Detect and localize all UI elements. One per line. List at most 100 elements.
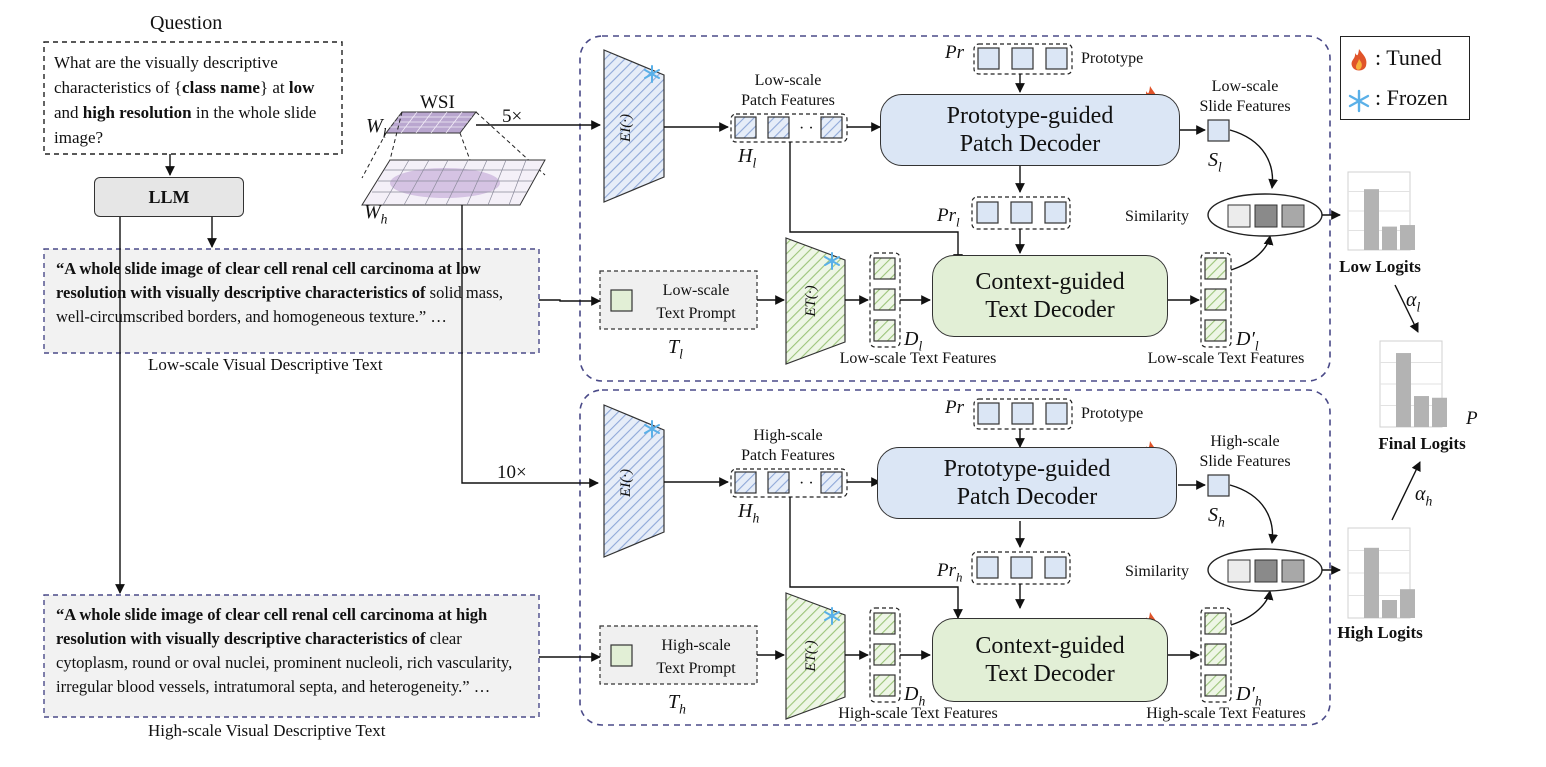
low-patch-features-label-2: Patch Features — [741, 92, 835, 109]
snowflake-icon — [1348, 89, 1370, 113]
low-d-token — [873, 257, 896, 280]
low-prototype-token — [1045, 47, 1068, 70]
high-logits-chart-bar — [1382, 600, 1397, 618]
low-desc-caption: Low-scale Visual Descriptive Text — [148, 355, 383, 374]
question-header: Question — [150, 12, 223, 34]
low-s-symbol: Sl — [1208, 149, 1222, 175]
high-logits-chart — [1347, 527, 1415, 619]
low-d-token — [873, 319, 896, 342]
low-text-features-out-label: Low-scale Text Features — [1148, 350, 1305, 367]
low-patch-features-box — [730, 113, 848, 143]
low-t-symbol: Tl — [668, 336, 683, 362]
snow-stroke — [824, 611, 840, 621]
low-patch-token — [767, 116, 790, 139]
high-dp-token — [1204, 643, 1227, 666]
low-similarity-cell — [1254, 204, 1278, 228]
high-text-prompt-label-2: Text Prompt — [656, 660, 736, 677]
legend-frozen-label: : Frozen — [1375, 85, 1448, 110]
low-dp-token — [1204, 288, 1227, 311]
high-prototype-box — [973, 398, 1073, 430]
low-dp-symbol: D′l — [1235, 328, 1259, 354]
high-similarity-label: Similarity — [1125, 563, 1189, 580]
low-d-symbol: Dl — [903, 328, 922, 354]
wh-symbol: Wh — [364, 201, 388, 227]
low-text-prompt-label-1: Low-scale — [663, 282, 730, 299]
low-text-features-label: Low-scale Text Features — [840, 350, 997, 367]
high-text-encoder-label: ET(·) — [803, 640, 819, 672]
high-image-encoder-snowflake-icon — [644, 420, 660, 438]
high-desc-text: “A whole slide image of clear cell renal… — [56, 605, 513, 696]
question-text: What are the visually descriptive charac… — [54, 53, 317, 147]
high-similarity-cell — [1227, 559, 1251, 583]
high-patch-ellipsis: · · — [799, 475, 814, 492]
legend-tuned-label: : Tuned — [1375, 45, 1442, 70]
high-prl-token — [1044, 556, 1067, 579]
low-similarity-cell — [1227, 204, 1251, 228]
high-similarity-cell — [1254, 559, 1278, 583]
wsi-to-high-encoder-arrow — [461, 205, 599, 488]
snow-stroke — [824, 256, 840, 266]
low-prl-box — [971, 196, 1071, 230]
high-slide-token — [1207, 474, 1230, 497]
high-magnification-label: 10× — [497, 462, 527, 483]
high-d-token — [873, 643, 896, 666]
high-dp-to-similarity-arrow — [1230, 590, 1274, 626]
low-text-encoder-label: ET(·) — [803, 285, 819, 317]
high-dp-token — [1204, 612, 1227, 635]
high-text-encoder — [785, 592, 846, 720]
low-text-encoder-snowflake-icon — [824, 252, 840, 270]
wsi-graphic — [361, 111, 546, 206]
low-image-encoder — [603, 49, 665, 203]
low-desc-box — [43, 248, 540, 354]
high-prototype-token — [1045, 402, 1068, 425]
high-slide-to-similarity-arrow — [1229, 484, 1278, 544]
low-slide-token — [1207, 119, 1230, 142]
low-prototype-token — [1011, 47, 1034, 70]
low-to-final-arrow — [1394, 284, 1419, 333]
high-t-symbol: Th — [668, 691, 686, 717]
low-image-encoder-snowflake-icon — [644, 65, 660, 83]
low-patch-token — [734, 116, 757, 139]
high-similarity-cell — [1281, 559, 1305, 583]
low-dp-token — [1204, 319, 1227, 342]
low-pr-symbol: Prl — [936, 205, 960, 229]
low-similarity-label: Similarity — [1125, 208, 1189, 225]
low-logits-chart-bar — [1364, 189, 1379, 250]
llm-label: LLM — [148, 186, 190, 207]
high-d-symbol: Dh — [903, 683, 925, 709]
snow-stroke — [644, 424, 660, 434]
p-symbol: P — [1465, 408, 1478, 429]
low-logits-chart — [1347, 171, 1415, 251]
low-patch-token — [820, 116, 843, 139]
high-text-encoder-snowflake-icon — [824, 607, 840, 625]
high-d-token — [873, 674, 896, 697]
high-patch-features-box — [730, 468, 848, 498]
high-patch-token — [734, 471, 757, 494]
low-patch-features-label-1: Low-scale — [755, 72, 822, 89]
snow-stroke — [644, 69, 660, 79]
low-logits-chart-bar — [1400, 225, 1415, 250]
final-logits-chart-bar — [1432, 397, 1447, 427]
high-s-symbol: Sh — [1208, 504, 1225, 530]
low-prototype-box — [973, 43, 1073, 75]
high-desc-box — [43, 594, 540, 718]
high-logits-label: High Logits — [1337, 623, 1423, 642]
alpha-h-symbol: αh — [1415, 483, 1433, 509]
legend-box: : Tuned : Frozen — [1340, 36, 1470, 120]
high-patch-token — [820, 471, 843, 494]
high-slide-features-label-2: Slide Features — [1199, 453, 1290, 470]
high-prototype-symbol: Pr — [944, 397, 965, 418]
high-logits-chart-bar — [1400, 589, 1415, 618]
high-prl-token — [1010, 556, 1033, 579]
low-branch-panel — [579, 35, 1331, 382]
low-patch-ellipsis: · · — [799, 120, 814, 137]
high-slide-features-label-1: High-scale — [1210, 433, 1279, 450]
low-magnification-label: 5× — [502, 106, 522, 127]
low-text-prompt-label-2: Text Prompt — [656, 305, 736, 322]
wl-symbol: Wl — [366, 115, 387, 141]
high-image-encoder — [603, 404, 665, 558]
